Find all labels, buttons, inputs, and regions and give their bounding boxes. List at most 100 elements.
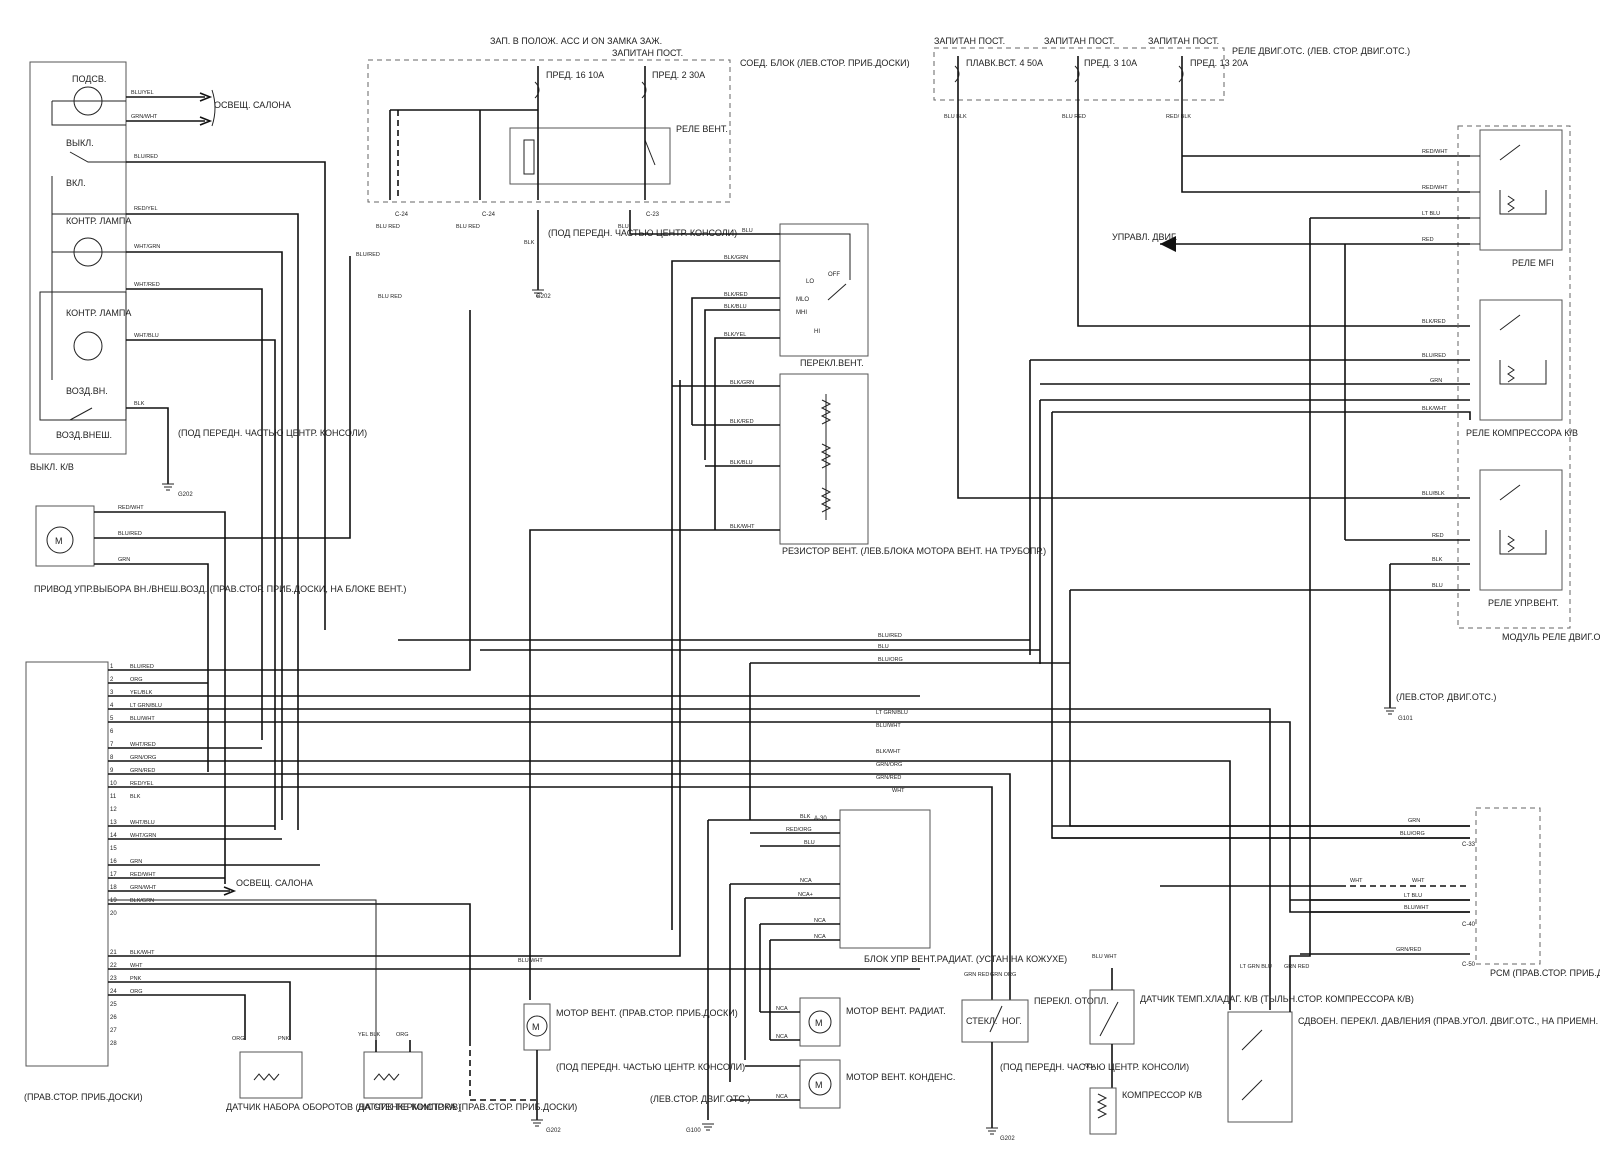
wire-pcmr-2: BLU/ORG	[1400, 831, 1425, 837]
ground-icon-5	[531, 1119, 543, 1127]
wire-cross-6: BLK/WHT	[876, 749, 901, 755]
fanctrl-coil-icon	[1507, 535, 1515, 553]
heater-switch-icon	[989, 1005, 1003, 1033]
wire-low-6: GRN RED	[964, 972, 989, 978]
wire-rly-2: RED/WHT	[1422, 185, 1448, 191]
svg-text:15: 15	[110, 846, 117, 852]
wire-pcm-7: GRN/ORG	[130, 755, 156, 761]
svg-text:7: 7	[110, 742, 114, 748]
relay-contact-icon	[644, 139, 656, 166]
wire-pcm-19: PNK	[130, 976, 142, 982]
wire-pcm-16: BLK/GRN	[130, 898, 154, 904]
wire-low-8: BLU WHT	[1092, 954, 1117, 960]
wire-fc-5: NCA+	[798, 892, 813, 898]
svg-text:11: 11	[110, 794, 117, 800]
fan-switch-contact-icon	[827, 283, 847, 301]
svg-text:6: 6	[110, 729, 114, 735]
wire-fc-8: NCA	[776, 1006, 788, 1012]
fan-switch-box	[779, 223, 869, 357]
wire-pcm-15: GRN/WHT	[130, 885, 157, 891]
wire-fc-4: NCA	[800, 878, 812, 884]
fuse2-icon	[641, 81, 647, 99]
hot-label-1: ЗАПИТАН ПОСТ.	[612, 48, 683, 58]
wire-act-1: RED/WHT	[118, 505, 144, 511]
rad-fan-ctrl-box	[839, 809, 931, 949]
ground-console-label-2: (ПОД ПЕРЕДН. ЧАСТЬЮ ЦЕНТР. КОНСОЛИ)	[178, 428, 367, 438]
mfi-relay-label: РЕЛЕ MFI	[1512, 258, 1554, 268]
svg-text:23: 23	[110, 976, 117, 982]
compressor-relay-box	[1479, 299, 1563, 421]
wire-acsw-4: RED/YEL	[134, 206, 158, 212]
conn-c50: C-50	[1462, 962, 1476, 968]
svg-text:21: 21	[110, 950, 117, 956]
wire-pcm-2: ORG	[130, 677, 143, 683]
ground-left-engine-label: (ЛЕВ.СТОР. ДВИГ.ОТС.)	[1396, 692, 1496, 702]
wire-low-1: BLU WHT	[518, 958, 543, 964]
fanctrl-contact-icon	[1499, 484, 1521, 501]
rad-fan-motor-box	[799, 997, 841, 1047]
wire-pcm-17: BLK/WHT	[130, 950, 155, 956]
wire-cross-1: BLU/RED	[878, 633, 902, 639]
svg-text:10: 10	[110, 781, 117, 787]
fuse16-icon	[534, 81, 540, 99]
wire-pcm-11: WHT/BLU	[130, 820, 155, 826]
wire-fuse-1: BLU BLK	[944, 114, 967, 120]
conn-c40: C-40	[1462, 922, 1476, 928]
fan-ctrl-relay-label: РЕЛЕ УПР.ВЕНТ.	[1488, 598, 1559, 608]
engine-relay-label: РЕЛЕ ДВИГ.ОТС. (ЛЕВ. СТОР. ДВИГ.ОТС.)	[1232, 46, 1410, 56]
off-switch-icon	[69, 151, 126, 163]
wire-pcmr-7: GRN/RED	[1396, 947, 1421, 953]
wire-fc-7: NCA	[814, 934, 826, 940]
ground-icon-3	[1384, 707, 1396, 715]
illum-label: ПОДСВ.	[72, 74, 106, 84]
recirc-subbox	[39, 291, 127, 421]
feet-label: НОГ.	[1002, 1016, 1022, 1026]
hot-label-3: ЗАПИТАН ПОСТ.	[1044, 36, 1115, 46]
ground-5: G202	[546, 1128, 561, 1134]
svg-text:17: 17	[110, 872, 117, 878]
ground-icon-2	[162, 483, 174, 491]
wire-pcm-12: WHT/GRN	[130, 833, 156, 839]
engine-ctrl-arrow-icon	[1160, 236, 1176, 252]
svg-text:20: 20	[110, 911, 117, 917]
blower-motor-label: МОТОР ВЕНТ. (ПРАВ.СТОР. ПРИБ.ДОСКИ)	[556, 1008, 738, 1018]
compressor-coil-icon	[1096, 1093, 1108, 1119]
wire-low-11: GRN RED	[1284, 964, 1309, 970]
actuator-m-glyph: M	[55, 536, 63, 546]
pcm-left-connector-box	[25, 661, 109, 1067]
actuator-label: ПРИВОД УПР.ВЫБОРА ВН./ВНЕШ.ВОЗД. (ПРАВ.С…	[34, 584, 406, 594]
off-label: ВЫКЛ.	[66, 138, 94, 148]
on-label: ВКЛ.	[66, 178, 86, 188]
ground-icon-1	[532, 289, 544, 297]
conn-a30: A-30	[814, 816, 827, 822]
blower-motor-icon	[526, 1015, 548, 1037]
dual-pressure-label: СДВОЕН. ПЕРЕКЛ. ДАВЛЕНИЯ (ПРАВ.УГОЛ. ДВИ…	[1298, 1016, 1600, 1026]
svg-text:5: 5	[110, 716, 114, 722]
fuse3-label: ПРЕД. 3 10A	[1084, 58, 1137, 68]
wire-cross-8: GRN/RED	[876, 775, 901, 781]
conn-c24-2: C-24	[482, 212, 496, 218]
fan-resistor-label: РЕЗИСТОР ВЕНТ. (ЛЕВ.БЛОКА МОТОРА ВЕНТ. Н…	[782, 546, 1046, 556]
wire-acsw-7: WHT/BLU	[134, 333, 159, 339]
conn-c23: C-23	[646, 212, 660, 218]
comp-coil-icon	[1507, 365, 1515, 383]
hot-label-4: ЗАПИТАН ПОСТ.	[1148, 36, 1219, 46]
wire-cross-4: LT GRN/BLU	[876, 710, 908, 716]
wire-pcm-8: GRN/RED	[130, 768, 155, 774]
svg-text:22: 22	[110, 963, 117, 969]
blower-relay-box	[509, 127, 671, 185]
wire-res-4: BLK/WHT	[730, 524, 755, 530]
wire-fc-9: NCA	[776, 1034, 788, 1040]
compressor-label: КОМПРЕССОР К/В	[1122, 1090, 1202, 1100]
svg-text:2: 2	[110, 677, 114, 683]
wire-fsw-5: BLK/YEL	[724, 332, 746, 338]
wire-pcm-20: ORG	[130, 989, 143, 995]
ground-3: G101	[1398, 716, 1413, 722]
svg-text:13: 13	[110, 820, 117, 826]
fuse-box-outline	[933, 47, 1225, 101]
wire-acsw-2: GRN/WHT	[131, 114, 158, 120]
mfi-relay-box	[1479, 129, 1563, 251]
rad-fan-m-glyph: M	[815, 1018, 823, 1028]
wire-act-2: BLU/RED	[118, 531, 142, 537]
